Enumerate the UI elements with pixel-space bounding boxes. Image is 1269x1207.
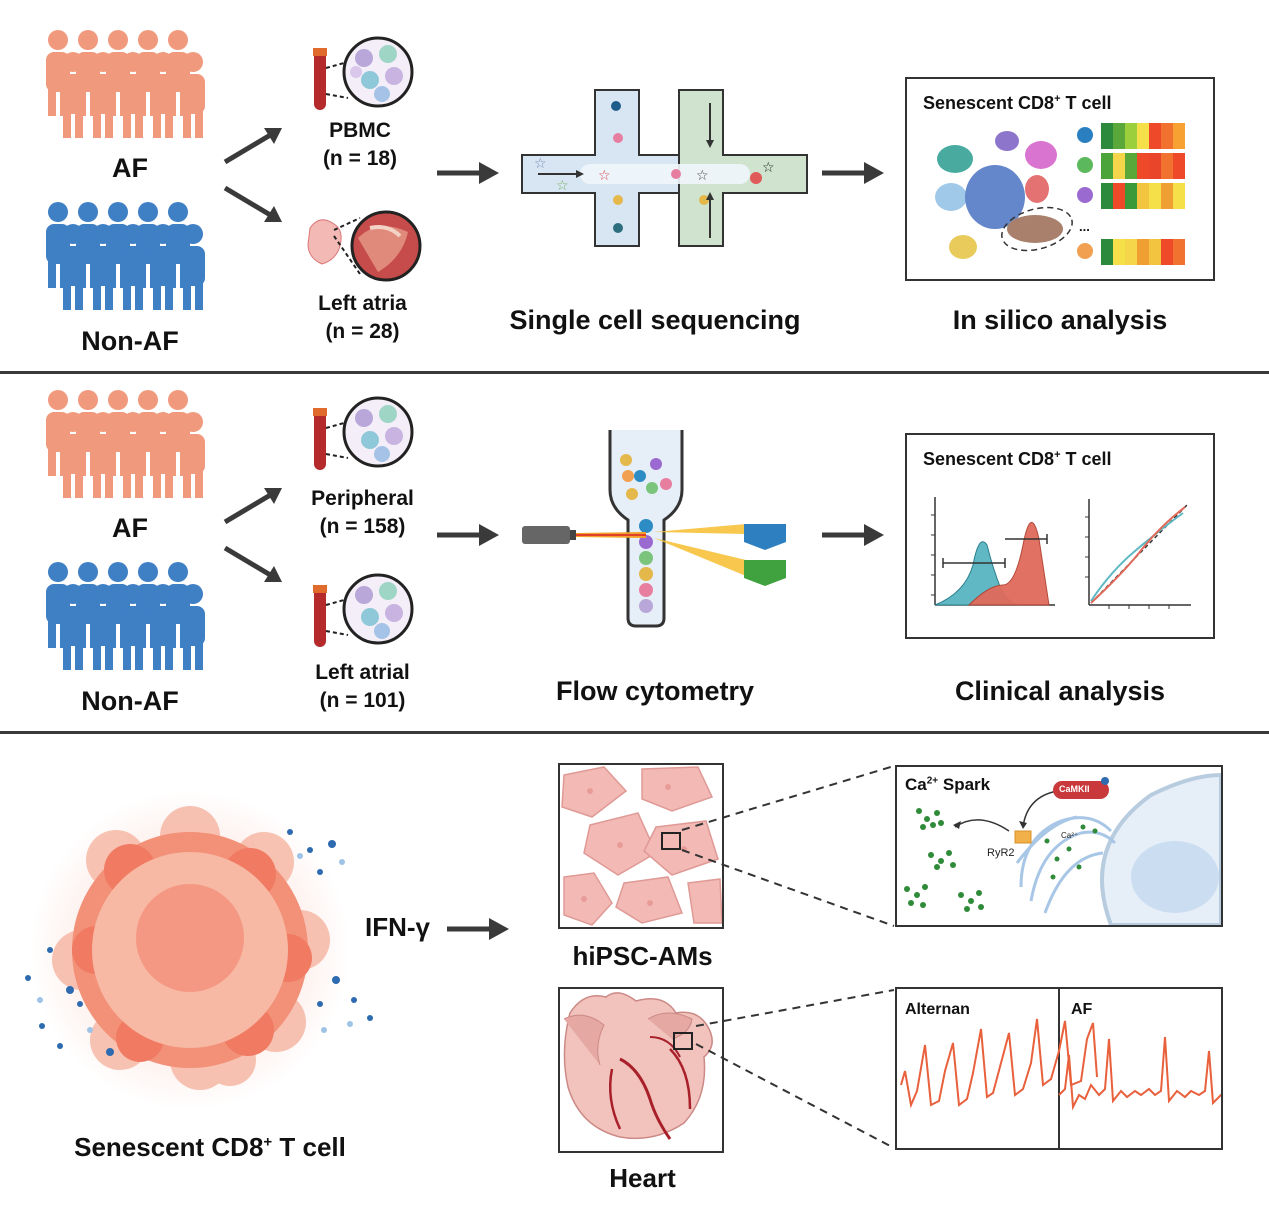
senescent-t-cell-icon — [25, 790, 373, 1110]
arrow-down-icon — [223, 185, 282, 222]
microfluidic-chip-icon: ☆ ☆ ☆ ☆ ☆ — [521, 89, 808, 247]
arrow-right-icon — [822, 524, 884, 546]
flow-cytometer-icon — [522, 430, 786, 628]
cytokine-label: IFN-γ — [365, 912, 430, 942]
arrow-up-icon — [223, 488, 282, 525]
calcium-spark-panel: Ca2+ Spark CaM — [895, 765, 1223, 927]
clinical-plots-panel: Senescent CD8+ T cell — [905, 433, 1215, 639]
sarcoplasmic-reticulum-icon — [904, 772, 1221, 925]
group-af-label: AF — [112, 153, 148, 183]
histogram-plot-icon — [931, 497, 1055, 606]
nonaf-people-icon — [46, 202, 205, 310]
group-af-label: AF — [112, 513, 148, 543]
panel-title: Senescent CD8+ T cell — [923, 449, 1112, 469]
method-label: Single cell sequencing — [509, 305, 801, 335]
ellipsis-text: ... — [1079, 219, 1090, 234]
panel-title: Senescent CD8+ T cell — [923, 93, 1112, 113]
ecg-divider — [1058, 989, 1060, 1148]
ecg-panel: Alternan AF — [895, 987, 1223, 1150]
arrow-up-icon — [223, 128, 282, 165]
blood-tube-icon — [313, 396, 414, 470]
heart-panel — [558, 987, 724, 1153]
calcium-label: Ca²⁺ — [1061, 831, 1079, 840]
cell-label: Senescent CD8+ T cell — [74, 1132, 346, 1162]
sample2-n: (n = 28) — [325, 320, 400, 343]
model1-label: hiPSC-AMs — [572, 941, 713, 971]
af-people-icon — [46, 390, 205, 498]
nonaf-people-icon — [46, 562, 205, 670]
arrow-right-icon — [447, 918, 509, 940]
hipsc-am-panel — [558, 763, 724, 929]
arrow-down-icon — [223, 545, 282, 582]
sample1-name: Peripheral — [311, 487, 414, 510]
camkii-label: CaMKII — [1059, 784, 1090, 794]
method-label: Flow cytometry — [555, 676, 755, 706]
heart-icon — [563, 992, 713, 1140]
ecg-trace-icon — [900, 1018, 1221, 1111]
arrow-right-icon — [822, 162, 884, 184]
group-nonaf-label: Non-AF — [81, 686, 179, 716]
svg-text:☆: ☆ — [534, 155, 547, 171]
group-nonaf-label: Non-AF — [81, 326, 179, 356]
heatmap-icon — [1077, 123, 1185, 265]
umap-heatmap-panel: Senescent CD8+ T cell — [905, 77, 1215, 281]
zoom-lines-icon — [681, 765, 895, 1149]
spark-title: Ca2+ Spark — [905, 775, 991, 794]
ecg-left-label: Alternan — [905, 1001, 970, 1018]
svg-text:☆: ☆ — [598, 167, 611, 183]
arrow-right-icon — [437, 524, 499, 546]
umap-plot-icon — [935, 131, 1073, 259]
section-divider — [0, 731, 1269, 734]
sample1-name: PBMC — [329, 119, 391, 142]
svg-text:☆: ☆ — [762, 159, 775, 175]
arrow-right-icon — [437, 162, 499, 184]
svg-text:☆: ☆ — [556, 177, 569, 193]
blood-tube-icon — [313, 573, 414, 647]
roc-curve-icon — [1085, 499, 1191, 609]
analysis-label: Clinical analysis — [954, 676, 1166, 706]
sample2-n: (n = 101) — [319, 689, 406, 712]
af-people-icon — [46, 30, 205, 138]
cardiomyocytes-icon — [561, 766, 722, 926]
sample1-n: (n = 158) — [319, 515, 406, 538]
sample1-n: (n = 18) — [322, 147, 398, 170]
sample2-name: Left atria — [318, 292, 407, 315]
sample2-name: Left atrial — [315, 661, 410, 684]
ryr2-label: RyR2 — [987, 847, 1015, 859]
blood-tube-icon — [313, 36, 414, 110]
ecg-right-label: AF — [1071, 1001, 1093, 1018]
section-divider — [0, 371, 1269, 374]
atria-tissue-icon — [307, 210, 422, 282]
analysis-label: In silico analysis — [952, 305, 1168, 335]
svg-text:☆: ☆ — [696, 167, 709, 183]
model2-label: Heart — [609, 1163, 676, 1193]
